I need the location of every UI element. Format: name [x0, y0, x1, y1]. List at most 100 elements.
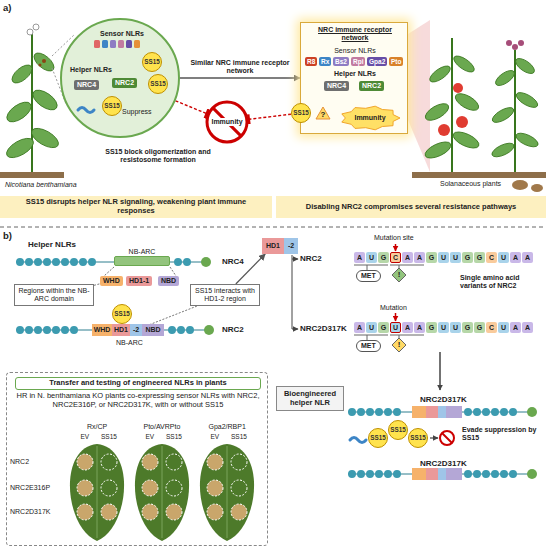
leaf	[30, 86, 61, 114]
leaf-photo	[70, 444, 124, 541]
backbone	[16, 262, 206, 263]
node-label: Immunity	[354, 114, 385, 122]
node-label: NRC2	[115, 79, 134, 87]
process-box: Bioengineered helper NLR	[276, 386, 344, 411]
leaf	[493, 68, 517, 89]
nucleotide: U	[366, 322, 377, 333]
node-label: Pto	[391, 58, 401, 65]
leaf-label: Gpa2/RBP1	[209, 423, 246, 431]
beads	[352, 470, 406, 478]
no-sign	[440, 431, 454, 445]
treatment-label: SS15	[101, 433, 117, 440]
midrib	[227, 446, 228, 538]
terminal-bead	[527, 469, 537, 479]
nucleotide: U	[390, 322, 401, 333]
leaf	[513, 56, 537, 77]
flow-arrow	[430, 437, 438, 438]
beads	[20, 258, 101, 266]
beads	[352, 408, 406, 416]
experiment-panel: HR in N. benthamiana KO plants co-expres…	[6, 372, 268, 546]
midrib	[162, 446, 163, 538]
node-label: MET	[361, 342, 376, 350]
protein-name: NRC2	[222, 325, 244, 334]
tuber	[531, 184, 543, 192]
node-label: -2	[288, 242, 294, 250]
helper-nlr: NRC4	[74, 80, 99, 90]
leaf-label: Pto/AVRPto	[144, 423, 181, 431]
node-label: Regions within the NB-ARC domain	[18, 287, 90, 303]
nucleotide: A	[402, 322, 413, 333]
nucleotide: A	[414, 322, 425, 333]
nucleotide: G	[378, 252, 389, 263]
sensor-nlr: Bs2	[333, 57, 349, 66]
hr-spot	[207, 504, 223, 520]
hr-spot	[166, 504, 182, 520]
row-label: NRC2	[10, 458, 29, 466]
node-label: HD1	[266, 242, 280, 250]
tuber	[512, 180, 528, 190]
flower	[518, 40, 524, 46]
soil	[412, 172, 546, 178]
leaf	[514, 130, 540, 149]
node-label: NBD	[145, 326, 160, 334]
helper-nlr: NRC4	[324, 81, 349, 91]
effector: SS15	[388, 420, 408, 440]
pathogen	[350, 438, 366, 443]
domain-block: -2	[130, 324, 142, 336]
note-box: SS15 interacts with HD1-2 region	[190, 284, 260, 306]
node-label: Helper NLRs	[305, 70, 405, 78]
immunity-burst: Immunity	[339, 105, 401, 131]
terminal-bead	[204, 325, 214, 335]
effector: SS15	[142, 52, 162, 72]
node-label: Immunity	[210, 118, 243, 126]
node-label: SS15	[293, 109, 308, 116]
plant-name: Solanaceous plants	[440, 180, 501, 188]
domain-block	[446, 406, 462, 418]
node-label: SS15	[370, 434, 385, 441]
sensor-nlr: Pto	[389, 57, 403, 66]
nucleotide: A	[402, 252, 413, 263]
summary-bar: Disabling NRC2 compromises several resis…	[276, 196, 546, 218]
helper-nlr: NRC2	[112, 78, 137, 88]
hr-spot	[77, 480, 93, 496]
treatment-label: EV	[211, 433, 220, 440]
node-label: Bioengineered helper NLR	[280, 390, 340, 407]
flower	[512, 44, 518, 50]
hr-spot	[77, 454, 93, 470]
node-label: NBD	[161, 277, 176, 285]
leaf	[423, 100, 452, 123]
leaf	[427, 63, 452, 85]
sensor-chip	[102, 40, 108, 48]
node-label: R8	[307, 58, 315, 65]
infiltration-spots	[77, 454, 247, 520]
bracket-arrow	[292, 329, 298, 330]
panel-letter: a)	[3, 3, 11, 14]
node-label: SS15	[104, 102, 119, 109]
lesion	[42, 59, 46, 63]
panel-letter: b)	[3, 231, 12, 242]
node-label: SS15	[410, 434, 425, 441]
no-sign	[442, 433, 452, 443]
protein-name: NRC2D317K	[300, 324, 347, 333]
domain-block	[412, 468, 426, 480]
terminal-bead	[201, 257, 211, 267]
warning-triangle: ?	[315, 106, 331, 120]
node-label: WHD	[103, 277, 120, 285]
node-label: MET	[361, 272, 376, 280]
no-hr-spot	[166, 480, 182, 496]
domain-label: NB-ARC	[116, 339, 143, 347]
sensor-nlr: Rx	[319, 57, 331, 66]
node-label: SS15 disrupts helper NLR signaling, weak…	[6, 198, 266, 215]
hr-spot	[77, 504, 93, 520]
codon-bracket	[390, 335, 424, 336]
treatment-label: SS15	[166, 433, 182, 440]
flower	[27, 29, 33, 35]
zoom-circle: Sensor NLRsHelper NLRsNRC4NRC2SS15SS15SS…	[60, 18, 180, 138]
treatment-label: EV	[81, 433, 90, 440]
variant-diamond: !	[392, 268, 406, 282]
stem	[31, 34, 33, 172]
row-label: NRC2E316P	[10, 484, 50, 492]
leaf	[4, 134, 37, 161]
node-label: HD1-1	[129, 277, 149, 285]
domain-block	[426, 406, 438, 418]
